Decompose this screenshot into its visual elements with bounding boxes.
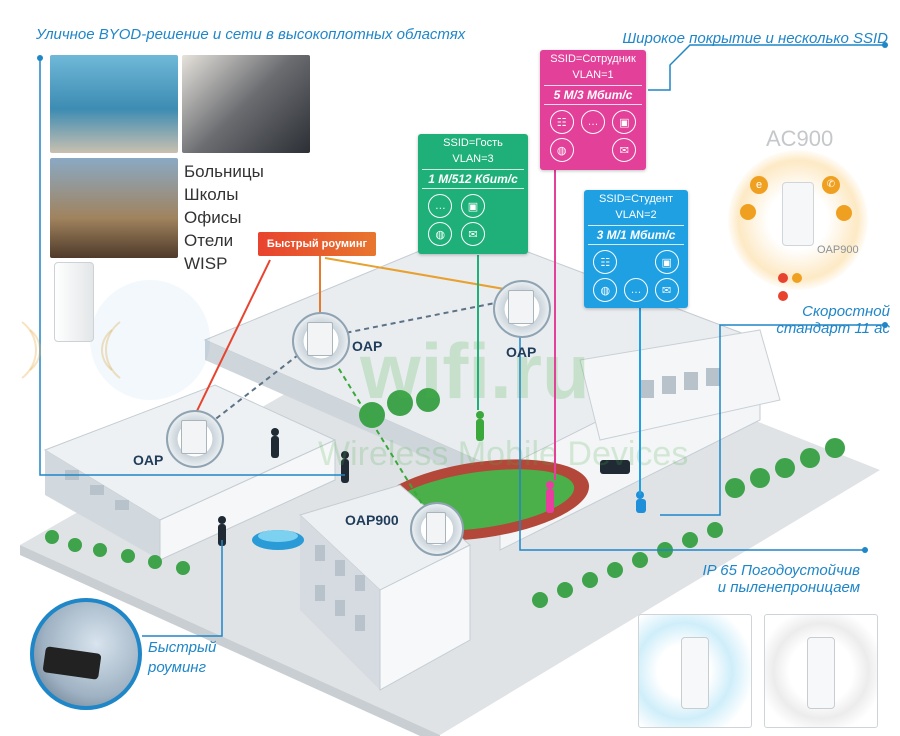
speed-standard-callout: Скоростной стандарт 11 ac [776, 303, 890, 337]
access-point-left-device [181, 420, 207, 454]
oap-label-center: OAP [352, 338, 383, 354]
venue-list: Больницы Школы Офисы Отели WISP [184, 160, 264, 275]
ip65-callout: IP 65 Погодоустойчив и пыленепроницаем [703, 562, 861, 596]
roaming-line2: роуминг [148, 659, 206, 676]
smartphone-icon [42, 646, 102, 680]
roaming-callout: Быстрый роуминг [148, 638, 216, 678]
ssid-name: SSID=Сотрудник [550, 53, 636, 65]
speed-standard-line1: Скоростной [802, 303, 890, 320]
standard-badges-icon [778, 270, 814, 301]
chat-icon: … [623, 278, 648, 302]
speed-label: 3 М/1 Мбит/с [588, 225, 684, 245]
vlan-label: VLAN=3 [452, 153, 494, 165]
weatherproof-card-water [638, 614, 752, 728]
globe-icon: ◍ [593, 278, 618, 302]
ssid-box-student: SSID=Студент VLAN=2 3 М/1 Мбит/с ☷ ▣ ◍ …… [584, 190, 688, 308]
phone-icon: ✆ [822, 176, 840, 194]
access-point-oap900 [410, 502, 464, 556]
access-point-right [493, 280, 551, 338]
water-splash-device [681, 637, 709, 709]
venue-item: Отели [184, 231, 234, 250]
fast-roaming-badge: Быстрый роуминг [258, 232, 376, 256]
ssid-box-guest: SSID=Гость VLAN=3 1 М/512 Кбит/с … ▣ ◍ ✉ [418, 134, 528, 254]
chat-icon [740, 204, 756, 220]
oap-label-left: OAP [133, 452, 164, 468]
chat-icon: … [580, 110, 605, 134]
pool-photo [50, 55, 178, 153]
office-photo [182, 55, 310, 153]
speed-label: 5 М/3 Мбит/с [544, 85, 642, 105]
ie-icon: e [750, 176, 768, 194]
oap-label-right: OAP [506, 344, 537, 360]
fast-roaming-badge-label: Быстрый роуминг [266, 238, 368, 250]
globe-icon: ◍ [549, 138, 574, 162]
mail-icon: ✉ [460, 222, 485, 246]
ip65-line1: IP 65 Погодоустойчив [702, 562, 861, 579]
speed-label: 1 М/512 Кбит/с [422, 169, 524, 189]
access-point-center-device [307, 322, 333, 356]
product-title: AC900 [766, 126, 834, 151]
venue-item: Больницы [184, 162, 264, 181]
ap-device-photo [54, 262, 94, 342]
mail-icon: ✉ [612, 138, 637, 162]
ssid-box-staff: SSID=Сотрудник VLAN=1 5 М/3 Мбит/с ☷ … ▣… [540, 50, 646, 170]
weatherproof-card-dust [764, 614, 878, 728]
vlan-label: VLAN=1 [572, 69, 614, 81]
ssid-name: SSID=Студент [599, 193, 673, 205]
gamepad-icon [836, 205, 852, 221]
left-title: Уличное BYOD-решение и сети в высокоплот… [36, 26, 466, 43]
access-point-oap900-device [426, 512, 446, 544]
video-icon: ▣ [460, 194, 485, 218]
watermark-main: wifi.ru [359, 327, 590, 415]
chat-icon: … [428, 194, 453, 218]
ssid-name: SSID=Гость [443, 137, 503, 149]
roaming-line1: Быстрый [148, 639, 217, 656]
access-point-right-device [508, 290, 534, 324]
speed-standard-line2: стандарт 11 ac [776, 320, 890, 337]
meeting-icon: ☷ [549, 110, 574, 134]
venue-item: Офисы [184, 208, 242, 227]
product-model: OAP900 [817, 244, 859, 256]
vlan-label: VLAN=2 [615, 209, 657, 221]
students-photo [50, 158, 178, 258]
venue-item: Школы [184, 185, 239, 204]
dust-device [807, 637, 835, 709]
globe-icon: ◍ [428, 222, 453, 246]
video-icon: ▣ [612, 110, 637, 134]
mail-icon: ✉ [654, 278, 679, 302]
access-point-center [292, 312, 350, 370]
roaming-phone-photo [30, 598, 142, 710]
meeting-icon: ☷ [593, 250, 618, 274]
product-device [782, 182, 814, 246]
oap900-label: OAP900 [345, 512, 399, 528]
watermark-sub: Wireless Mobile Devices [318, 435, 688, 473]
right-title: Широкое покрытие и несколько SSID [622, 30, 888, 47]
video-icon: ▣ [654, 250, 679, 274]
venue-item: WISP [184, 254, 228, 273]
ip65-line2: и пыленепроницаем [717, 579, 860, 596]
